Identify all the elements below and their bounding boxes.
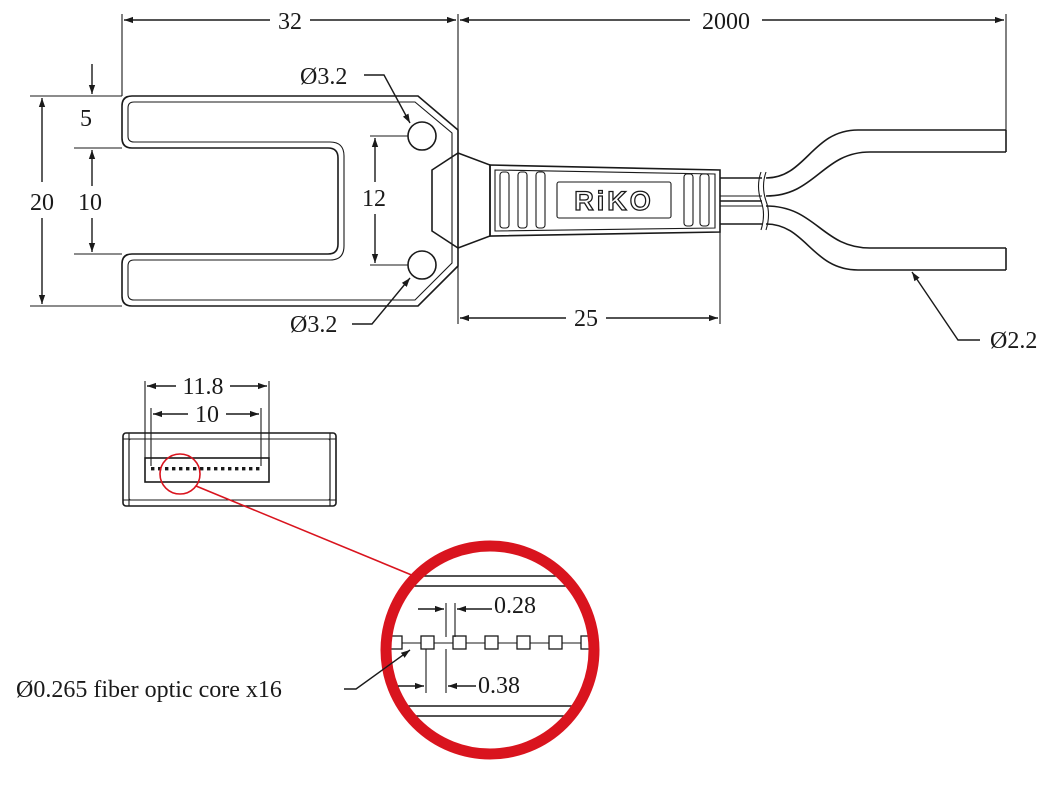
hole-top (407, 121, 437, 151)
dim-cable-dia: Ø2.2 (990, 328, 1037, 354)
zoom-core (516, 635, 531, 650)
detail-callout (159, 453, 600, 760)
core-dot (256, 467, 260, 471)
core-dot (151, 467, 155, 471)
core-dot (207, 467, 211, 471)
core-dot (221, 467, 225, 471)
core-dot (242, 467, 246, 471)
zoom-core (484, 635, 499, 650)
zoom-core (580, 635, 592, 650)
core-dot (214, 467, 218, 471)
dim-2000: 2000 (702, 9, 750, 35)
dim-0-28: 0.28 (494, 593, 536, 619)
dim-inner-10: 10 (195, 402, 219, 428)
core-dot (158, 467, 162, 471)
dim-10: 10 (78, 190, 102, 216)
dim-hole-top: Ø3.2 (300, 64, 347, 90)
core-dot (193, 467, 197, 471)
dim-25: 25 (574, 306, 598, 332)
core-dot (228, 467, 232, 471)
sleeve-rib (699, 173, 710, 227)
front-view (122, 381, 337, 507)
core-dot (200, 467, 204, 471)
core-dot (179, 467, 183, 471)
zoom-core (420, 635, 435, 650)
dim-32: 32 (278, 9, 302, 35)
sleeve-rib (683, 173, 694, 227)
fork-head (121, 95, 459, 307)
core-dot (165, 467, 169, 471)
core-dot (186, 467, 190, 471)
detail-connector (195, 485, 415, 577)
magnifier-ring (380, 540, 600, 760)
zoom-core (452, 635, 467, 650)
dim-hole-bottom: Ø3.2 (290, 312, 337, 338)
dim-5: 5 (80, 106, 92, 132)
sleeve-rib (535, 171, 546, 229)
hex-nut (431, 152, 491, 249)
hole-bottom (407, 250, 437, 280)
zoom-core (548, 635, 563, 650)
detail-marker-circle (159, 453, 201, 495)
dim-12: 12 (362, 186, 386, 212)
dim-0-38: 0.38 (478, 673, 520, 699)
brand-logo: RiKO (574, 186, 654, 216)
cable (720, 129, 1007, 271)
dimension-lines (30, 14, 1007, 341)
core-dot (235, 467, 239, 471)
sleeve-rib (517, 171, 528, 229)
sleeve-rib (499, 171, 510, 229)
dim-11-8: 11.8 (182, 374, 223, 400)
core-note: Ø0.265 fiber optic core x16 (16, 677, 282, 703)
sleeve: RiKO (489, 164, 721, 237)
core-dot (172, 467, 176, 471)
core-dot (249, 467, 253, 471)
dim-20: 20 (30, 190, 54, 216)
